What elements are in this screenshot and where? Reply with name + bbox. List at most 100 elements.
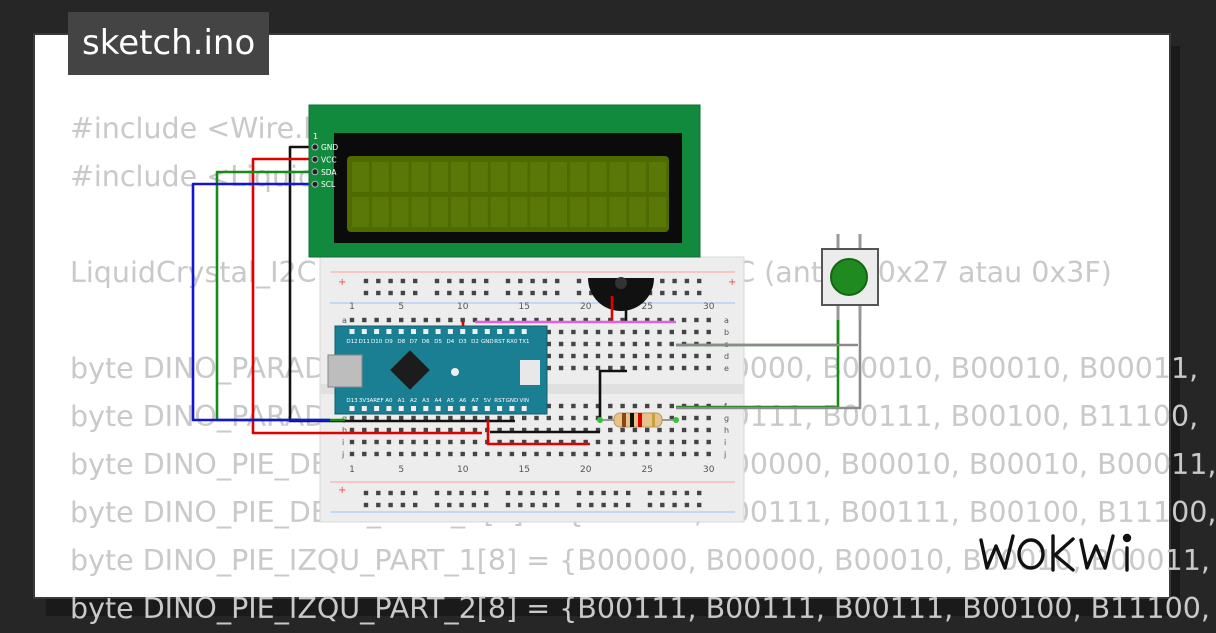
lcd-cell [530,162,548,192]
breadboard-hole [534,415,539,421]
breadboard-hole [534,451,539,457]
breadboard-hole [632,427,638,433]
breadboard-hole [522,415,527,421]
column-number: 20 [580,302,592,312]
breadboard-hole [595,451,601,457]
breadboard-hole [681,365,687,371]
breadboard-hole [485,415,490,421]
breadboard-hole [620,427,625,433]
rail-hole [363,502,369,508]
nano-pin-label: D10 [371,339,383,345]
breadboard-hole [423,415,428,421]
rail-hole [471,502,477,508]
breadboard-hole [448,415,453,421]
breadboard-hole [681,353,687,359]
breadboard-hole [595,317,601,323]
lcd-cell [490,162,508,192]
rail-hole [484,490,489,496]
nano-pin-label: D2 [471,339,479,345]
wire-scl [191,182,330,422]
breadboard-hole [694,451,699,457]
nano-pin-label: 5V [484,398,491,404]
breadboard-hole [608,353,613,359]
breadboard-hole [423,427,428,433]
breadboard-hole [620,341,625,347]
rail-hole [697,490,702,496]
breadboard-hole [374,439,379,445]
buzzer[interactable] [588,277,654,311]
breadboard-hole [558,427,564,433]
rail-hole [471,290,477,296]
breadboard-hole [669,341,674,347]
nano-pin-label: D6 [422,339,430,345]
resistor[interactable] [597,412,679,428]
breadboard-hole [497,317,502,323]
breadboard-hole [694,427,699,433]
breadboard-hole [362,317,367,323]
breadboard-hole [522,451,527,457]
breadboard-hole [558,329,564,335]
lcd-pin-label: SCL [321,180,336,189]
breadboard-hole [645,403,650,409]
rail-hole [589,490,594,496]
rail-hole [376,502,381,508]
lcd-cell [550,197,567,227]
pushbutton[interactable] [821,234,879,320]
column-number: 1 [349,302,355,312]
breadboard-hole [620,403,625,409]
rail-hole [400,490,406,496]
rail-hole [471,490,477,496]
breadboard-hole [645,439,650,445]
wire-gnd [288,145,515,423]
nano-pin-label: D7 [410,339,418,345]
column-number: 10 [457,465,469,475]
rail-hole [530,490,535,496]
breadboard-hole [411,317,416,323]
breadboard-hole [448,317,453,323]
breadboard-hole [583,415,588,421]
breadboard-hole [694,415,699,421]
rail-hole [400,290,406,296]
rail-hole [400,502,406,508]
breadboard-hole [362,427,367,433]
rail-hole [505,278,511,284]
nano-pin [423,329,429,334]
nano-pin-label: D5 [434,339,442,345]
nano-pin-label: A1 [398,398,405,404]
row-letter: a [342,316,347,325]
nano-pin [349,406,355,411]
breadboard-hole [595,341,601,347]
breadboard-hole [546,451,551,457]
column-number: 1 [349,465,355,475]
row-letter: j [723,450,726,459]
rail-hole [555,278,560,284]
breadboard-hole [657,317,662,323]
rail-hole [626,490,631,496]
rail-hole [518,502,523,508]
breadboard-hole [362,439,367,445]
nano-pin [374,329,380,334]
breadboard-hole [509,451,515,457]
rail-hole [434,502,440,508]
breadboard-hole [509,427,515,433]
lcd-cell [649,197,666,227]
nano-pin [398,329,404,334]
lcd-cell [609,197,627,227]
breadboard-hole [657,365,662,371]
breadboard-hole [608,317,613,323]
breadboard-hole [608,329,613,335]
lcd-cell [431,162,449,192]
breadboard-hole [374,415,379,421]
breadboard-hole [509,415,515,421]
breadboard-hole [435,439,441,445]
breadboard-hole [632,365,638,371]
breadboard-hole [399,439,404,445]
breadboard-hole [657,329,662,335]
row-letter: e [724,364,729,373]
breadboard-hole [509,439,515,445]
nano-pin [484,329,490,334]
breadboard-hole [485,451,490,457]
nano-pin [411,406,416,411]
